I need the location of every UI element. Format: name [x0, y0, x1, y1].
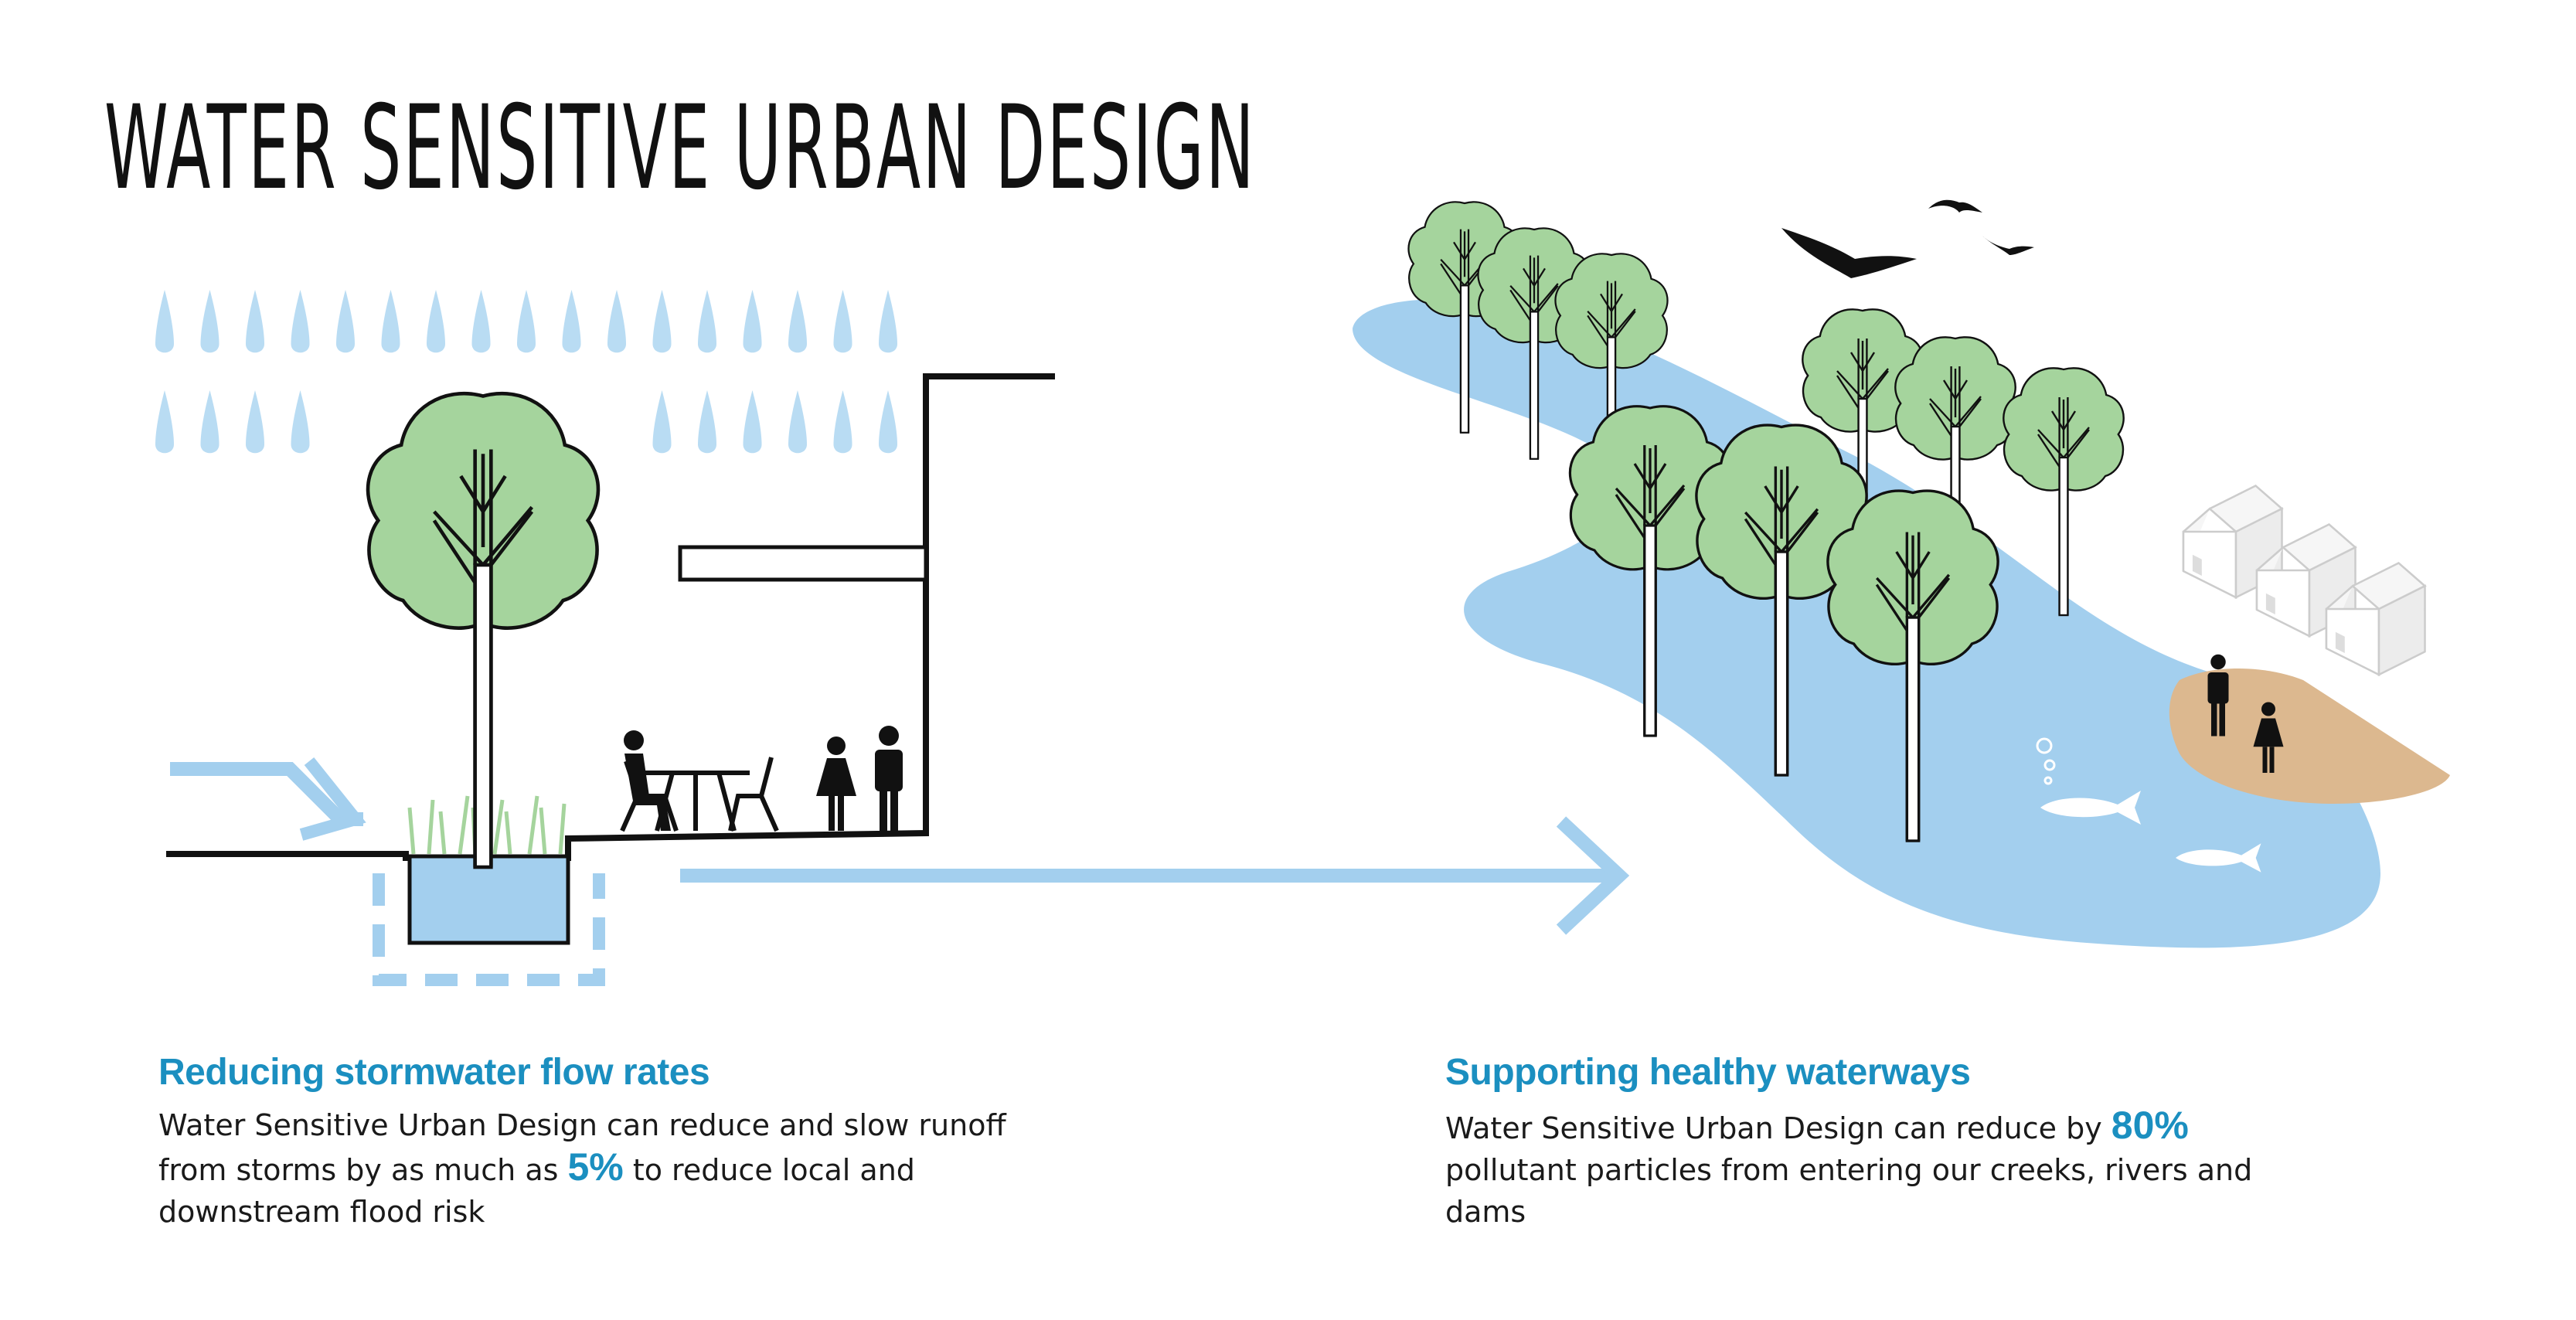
rain-drop [246, 390, 264, 454]
birds [1781, 199, 2034, 278]
rain-drop [833, 390, 852, 454]
waterways-heading: Supporting healthy waterways [1445, 1052, 1971, 1093]
building-awning [678, 545, 928, 582]
rain-drop [562, 290, 581, 353]
flow-arrow [680, 816, 1630, 935]
bioretention-pit [407, 854, 570, 945]
rain-drop [788, 390, 807, 454]
rain-drop [381, 290, 400, 353]
rain-drop [291, 290, 310, 353]
rain-drop [743, 290, 762, 353]
rain-drop [607, 290, 626, 353]
runoff-arrow [170, 757, 366, 841]
rain-drop [879, 290, 897, 353]
seated-person [624, 730, 671, 831]
section-stormwater: Reducing stormwater flow rates Water Sen… [158, 1051, 1024, 1233]
rain-drop [743, 390, 762, 454]
rain-drop [336, 290, 355, 353]
waterways-percent: 80% [2111, 1104, 2189, 1147]
rain-drop [291, 390, 310, 454]
rain-drop [652, 390, 672, 454]
rain-drop [879, 390, 897, 454]
stormwater-percent: 5% [567, 1145, 624, 1189]
rain-drop [471, 290, 491, 353]
stormwater-text-start: Water Sensitive Urban Design can reduce … [158, 1108, 1006, 1187]
rain-drop [698, 390, 716, 454]
ground-line [166, 373, 1055, 861]
rain-drop [246, 290, 264, 353]
rain-drop [200, 290, 219, 353]
rain-drops [155, 290, 897, 454]
rain-drop [155, 390, 174, 454]
waterways-text-end: pollutant particles from entering our cr… [1445, 1153, 2253, 1229]
rain-drop [698, 290, 716, 353]
stormwater-heading: Reducing stormwater flow rates [158, 1052, 710, 1093]
rain-drop [517, 290, 536, 353]
pit-dashed-outline [373, 873, 605, 986]
rain-drop [427, 290, 445, 353]
rain-drop [652, 290, 672, 353]
waterways-text-start: Water Sensitive Urban Design can reduce … [1445, 1111, 2112, 1145]
rain-drop [833, 290, 852, 353]
beach [2169, 669, 2450, 804]
section-waterways: Supporting healthy waterways Water Sensi… [1445, 1051, 2311, 1233]
rain-drop [788, 290, 807, 353]
bubbles [2036, 737, 2056, 785]
rain-drop [200, 390, 219, 454]
page-title: WATER SENSITIVE URBAN DESIGN [104, 81, 1257, 216]
rain-drop [155, 290, 174, 353]
waterways-text: Water Sensitive Urban Design can reduce … [1445, 1104, 2311, 1233]
stormwater-text: Water Sensitive Urban Design can reduce … [158, 1104, 1024, 1233]
stormwater-text-end: to reduce local and downstream flood ris… [158, 1153, 915, 1229]
